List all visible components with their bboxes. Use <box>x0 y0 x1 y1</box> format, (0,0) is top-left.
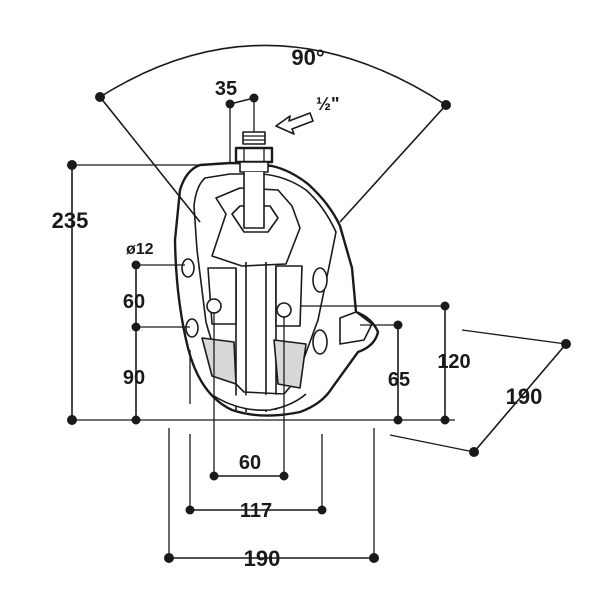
hole-diameter-label: ø12 <box>126 241 154 258</box>
hole-upper-left <box>181 258 195 278</box>
angle-label: 90° <box>291 45 324 70</box>
bottom-117-label: 117 <box>240 500 272 522</box>
angle-dimension: 90° <box>95 44 451 223</box>
depth-190-dimension: 190 <box>389 329 571 457</box>
bottom-60-label: 60 <box>239 452 261 474</box>
hole-spacing-left-label: 60 <box>123 291 145 313</box>
top-width-dimension: 35 <box>215 78 259 162</box>
hole-height-left-label: 90 <box>123 367 145 389</box>
hole-center-right <box>276 302 292 318</box>
hole-lower-left <box>185 318 199 338</box>
mounting-holes <box>181 258 328 355</box>
thread-label: ½" <box>316 94 340 114</box>
urinal-body <box>173 161 380 417</box>
left-hole-dimensions: ø12 60 90 <box>123 241 190 425</box>
height-total-label: 235 <box>52 208 89 233</box>
bottom-190-label: 190 <box>244 546 281 571</box>
depth-65-label: 65 <box>388 369 410 391</box>
right-depth-dimensions: 65 120 <box>300 301 471 425</box>
inlet-fitting <box>234 131 274 229</box>
thread-callout: ½" <box>275 94 340 135</box>
hole-lower-right <box>312 329 328 355</box>
depth-120-label: 120 <box>437 351 470 373</box>
hole-center-left <box>206 298 222 314</box>
top-width-label: 35 <box>215 78 237 100</box>
hole-upper-right <box>312 267 328 293</box>
depth-190-label: 190 <box>506 384 543 409</box>
bottom-dimensions: 60 117 190 <box>164 312 379 571</box>
